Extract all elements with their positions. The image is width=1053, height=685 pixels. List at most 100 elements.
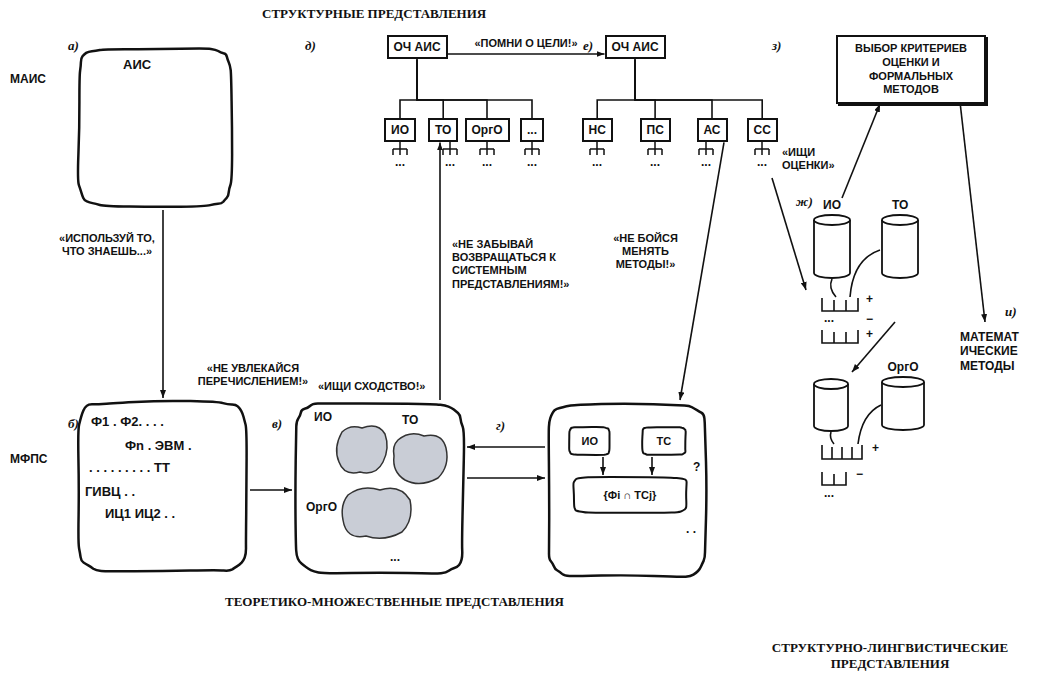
connector [651, 457, 653, 475]
annotation-label: ... [445, 155, 455, 169]
subtree-tick [590, 142, 604, 155]
structure-matrices [822, 250, 881, 485]
blob-text: ОргО [306, 500, 337, 514]
box-label: ОЧ АИС [612, 40, 659, 54]
annotation-label: + [872, 441, 879, 455]
tree-box: ТО [428, 118, 458, 142]
subtree-tick [699, 142, 713, 155]
tree-box: ИО [384, 118, 416, 142]
criteria-box: ВЫБОР КРИТЕРИЕВ ОЦЕНКИ И ФОРМАЛЬНЫХ МЕТО… [836, 35, 986, 104]
connector [162, 210, 164, 398]
box-label: АС [704, 123, 721, 137]
annotation-label: ... [701, 155, 711, 169]
connector [400, 59, 417, 118]
connector [439, 142, 441, 400]
database-cylinder: ИО [810, 198, 854, 280]
annotation-label: − [856, 467, 863, 481]
cylinder-heading: ОргО [888, 360, 919, 374]
cylinder-heading: ИО [823, 198, 841, 212]
blob-region: Ф1 . Ф2. . . . Фn . ЭВМ . . . . . . . . . … [75, 398, 250, 575]
blob-outline-path [569, 427, 609, 455]
annotation-label: МАИС [10, 72, 46, 86]
tree-box: ... [520, 118, 544, 142]
connector [417, 59, 443, 118]
blob-text: ИЦ1 ИЦ2 . . [105, 506, 175, 522]
tree-box: ОЧ АИС [387, 35, 448, 59]
blob-text: ГИВЦ . . [85, 484, 135, 500]
subtree-tick [393, 142, 407, 155]
cylinder-body [814, 384, 848, 431]
annotation-label: е) [583, 38, 593, 54]
connector [417, 59, 532, 118]
annotation-label: ... [650, 155, 660, 169]
connector [597, 59, 635, 118]
blob-outline-path [642, 427, 686, 455]
blob-text: Ф1 . Ф2. . . . [91, 414, 164, 430]
connector [448, 53, 605, 55]
blob-text: {Фi ∩ ТСj} [604, 489, 657, 502]
subtree-tick [648, 142, 662, 155]
blob-region: {Фi ∩ ТСj} [570, 475, 690, 515]
blob-outline-path [573, 477, 686, 513]
annotation-label: ... [824, 486, 834, 500]
annotation-label: ... [592, 155, 602, 169]
blob-region: ИОТООргО... [292, 400, 467, 577]
connector [635, 59, 762, 118]
shaded-blob [337, 426, 387, 473]
tree-box: ОргО [465, 118, 510, 142]
cylinder-body [814, 220, 850, 278]
cylinder-body [882, 220, 918, 278]
subtree-tick [480, 142, 494, 155]
connector [635, 59, 712, 118]
box-label: ИО [391, 123, 409, 137]
annotation-label: д) [305, 38, 316, 54]
connector [417, 59, 487, 118]
annotation-label: МФПС [10, 452, 48, 466]
tree-box: АС [697, 118, 728, 142]
annotation-label: ... [757, 155, 767, 169]
blob-text: ? [693, 460, 700, 474]
blob-text: . . . . . . . . . ТТ [89, 460, 170, 476]
box-label: ОргО [472, 123, 503, 137]
subtree-ticks [393, 142, 769, 155]
database-cylinder: ТО [878, 198, 922, 280]
shaded-blob [342, 488, 411, 538]
connector [467, 477, 545, 479]
box-label: СС [754, 123, 771, 137]
matrix-symbol [822, 445, 862, 459]
blob-text: Фn . ЭВМ . [125, 438, 192, 454]
annotation-label: «НЕ ЗАБЫВАЙ ВОЗВРАЩАТЬСЯ К СИСТЕМНЫМ ПРЕ… [452, 238, 582, 291]
annotation-label: + [866, 327, 873, 341]
blob-outline [75, 45, 235, 210]
arrow-line [960, 102, 985, 322]
connector [680, 142, 724, 400]
blob-text: . . [686, 522, 696, 536]
annotation-label: ... [824, 311, 834, 325]
blob-region: ТС [640, 425, 688, 457]
connector [842, 104, 880, 198]
tree-box: СС [747, 118, 778, 142]
annotation-label: ... [482, 155, 492, 169]
connector [250, 489, 292, 491]
annotation-label: ... [395, 155, 405, 169]
connector [635, 59, 655, 118]
box-label: ТО [435, 123, 451, 137]
edge-label: «ИСПОЛЬЗУЙ ТО, ЧТО ЗНАЕШЬ...» [55, 232, 159, 258]
blob-outline-path [78, 401, 246, 571]
wire [858, 405, 881, 444]
blob-text: ТО [402, 413, 418, 427]
matrix-symbol [822, 472, 846, 485]
annotation-label: СТРУКТУРНО-ЛИНГВИСТИЧЕСКИЕ ПРЕДСТАВЛЕНИЯ [760, 640, 1020, 671]
matrix-symbol [822, 330, 858, 343]
annotation-label: «ИЩИ ОЦЕНКИ» [782, 146, 844, 172]
diagram-title: СТРУКТУРНЫЕ ПРЕДСТАВЛЕНИЯ [262, 6, 486, 22]
annotation-label: + [866, 292, 873, 306]
cylinder-heading: ТО [892, 198, 908, 212]
blob-region: ИО [567, 425, 612, 457]
wire [830, 432, 834, 444]
wire [850, 250, 880, 297]
box-label: ОЧ АИС [394, 40, 441, 54]
connector [467, 446, 545, 448]
cylinder-symbol [814, 379, 848, 431]
